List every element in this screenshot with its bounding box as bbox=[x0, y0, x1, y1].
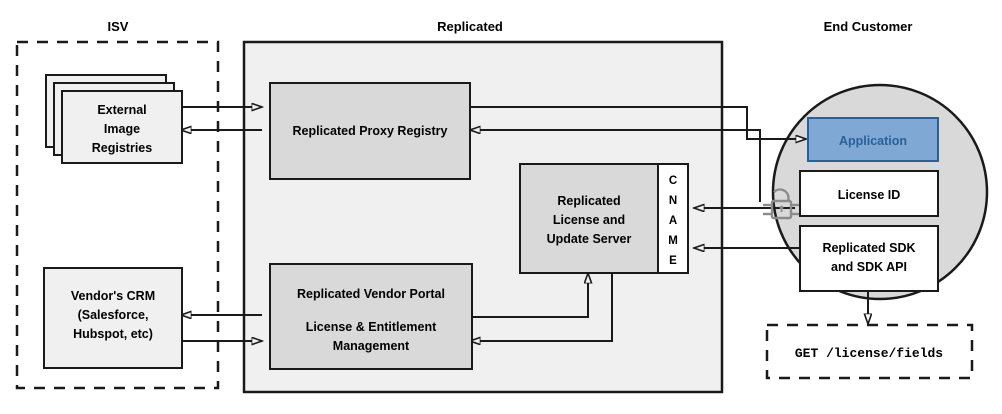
license-id-box bbox=[799, 170, 939, 217]
node-vendors-crm[interactable]: Vendor's CRM (Salesforce, Hubspot, etc) bbox=[43, 267, 183, 369]
header-end-customer: End Customer bbox=[824, 19, 913, 34]
node-application[interactable]: Application bbox=[807, 117, 939, 162]
cname-letter-5: E bbox=[669, 255, 677, 267]
unlock-icon bbox=[763, 188, 800, 220]
application-label: Application bbox=[839, 134, 907, 148]
external-registries-line-1: External bbox=[97, 103, 146, 117]
vendor-portal-line-3: Management bbox=[333, 339, 410, 353]
node-external-image-registries[interactable]: External Image Registries bbox=[45, 74, 183, 164]
api-call-box bbox=[765, 323, 974, 380]
vendors-crm-line-1: Vendor's CRM bbox=[71, 289, 155, 303]
proxy-registry-box bbox=[269, 82, 471, 180]
application-box bbox=[807, 117, 939, 162]
node-replicated-vendor-portal[interactable]: Replicated Vendor Portal License & Entit… bbox=[269, 263, 473, 370]
node-replicated-proxy-registry[interactable]: Replicated Proxy Registry bbox=[269, 82, 471, 180]
external-registries-line-3: Registries bbox=[92, 141, 152, 155]
cname-letter-3: A bbox=[669, 215, 677, 227]
license-server-line-3: Update Server bbox=[547, 232, 632, 246]
connectors bbox=[181, 107, 868, 341]
cname-letter-4: M bbox=[668, 235, 678, 247]
link-proxy-to-application bbox=[470, 106, 806, 139]
node-license-id[interactable]: License ID bbox=[799, 170, 939, 217]
api-call-label: GET /license/fields bbox=[795, 346, 943, 361]
header-replicated: Replicated bbox=[437, 19, 503, 34]
license-server-line-1: Replicated bbox=[557, 194, 620, 208]
vendors-crm-box bbox=[43, 267, 183, 369]
registry-stack-front bbox=[61, 90, 183, 164]
node-api-call[interactable]: GET /license/fields bbox=[765, 323, 974, 380]
header-isv: ISV bbox=[108, 19, 129, 34]
replicated-sdk-box bbox=[799, 225, 939, 292]
vendors-crm-line-3: Hubspot, etc) bbox=[73, 327, 153, 341]
link-application-to-proxy bbox=[470, 130, 761, 202]
vendor-portal-line-1: Replicated Vendor Portal bbox=[297, 287, 445, 301]
node-replicated-sdk[interactable]: Replicated SDK and SDK API bbox=[799, 225, 939, 292]
vendors-crm-line-2: (Salesforce, bbox=[78, 308, 149, 322]
cname-letter-2: N bbox=[669, 195, 677, 207]
cname-letter-1: C bbox=[669, 175, 677, 187]
link-license-server-to-vendor-portal bbox=[470, 273, 613, 341]
license-server-line-2: License and bbox=[553, 213, 625, 227]
replicated-sdk-line-2: and SDK API bbox=[831, 260, 907, 274]
link-vendor-portal-to-license-server bbox=[470, 273, 588, 318]
vendor-portal-box bbox=[269, 263, 473, 370]
vendor-portal-line-2: License & Entitlement bbox=[306, 320, 437, 334]
node-license-update-server[interactable]: Replicated License and Update Server bbox=[519, 163, 659, 274]
cname-box bbox=[657, 163, 689, 274]
license-update-server-box bbox=[519, 163, 659, 274]
node-cname[interactable]: C N A M E bbox=[657, 163, 689, 274]
isv-boundary bbox=[15, 40, 220, 390]
external-registries-line-2: Image bbox=[104, 122, 140, 136]
proxy-registry-label: Replicated Proxy Registry bbox=[293, 124, 448, 138]
license-id-label: License ID bbox=[838, 188, 901, 202]
replicated-sdk-line-1: Replicated SDK bbox=[822, 241, 915, 255]
